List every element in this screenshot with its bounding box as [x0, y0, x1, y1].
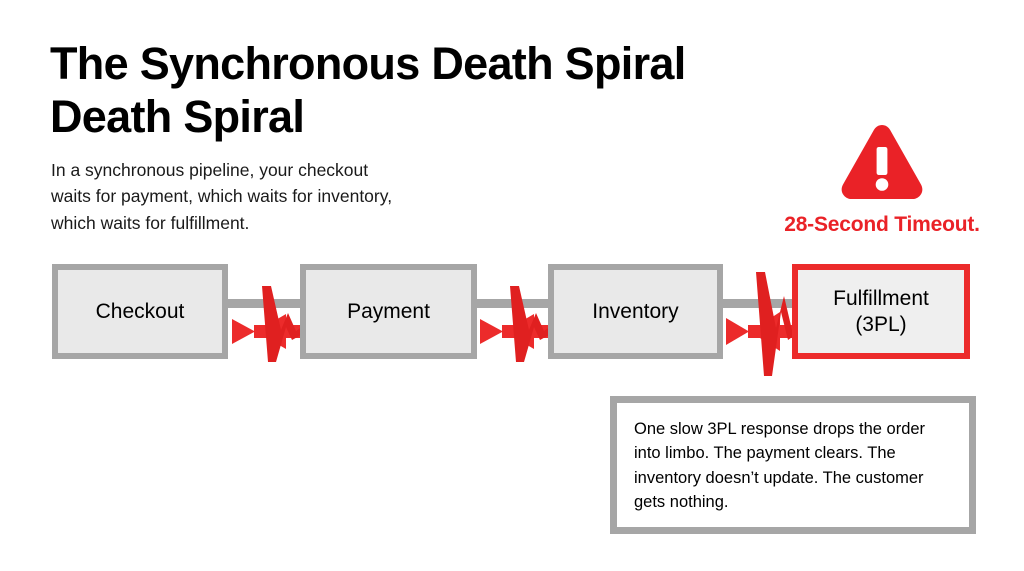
page-subtitle: In a synchronous pipeline, your checkout…: [51, 160, 393, 233]
callout-text: One slow 3PL response drops the order in…: [634, 420, 926, 511]
pipeline-stage-payment[interactable]: Payment: [300, 264, 477, 359]
timeout-label: 28-Second Timeout.: [784, 213, 980, 236]
page-title: The Synchronous Death Spiral Death Spira…: [50, 38, 686, 142]
warning-triangle-icon: [841, 125, 923, 199]
pipeline-stage-checkout[interactable]: Checkout: [52, 264, 228, 359]
pipeline-stage-fulfillment[interactable]: Fulfillment (3PL): [792, 264, 970, 359]
timeout-warning-group: 28-Second Timeout.: [752, 122, 1012, 237]
failure-arrow-fulfillment-to-inventory: [726, 272, 798, 376]
pipeline-stage-inventory[interactable]: Inventory: [548, 264, 723, 359]
callout-box: One slow 3PL response drops the order in…: [610, 396, 976, 534]
